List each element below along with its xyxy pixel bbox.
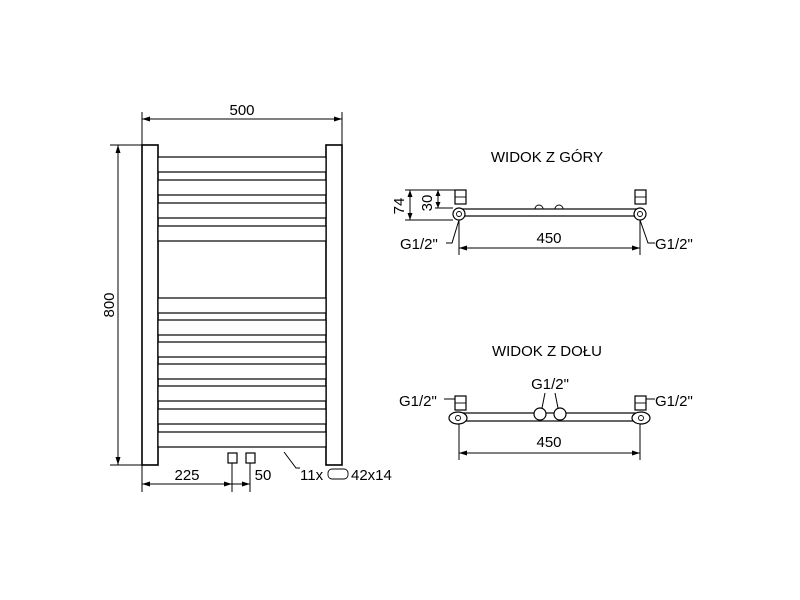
bottom-left-end — [448, 411, 468, 425]
bottom-right-conn-label: G1/2" — [655, 393, 693, 410]
left-column — [141, 144, 159, 466]
top-depth2-label: 30 — [419, 195, 436, 212]
bottom-connector — [245, 452, 256, 464]
front-height-label: 800 — [101, 292, 118, 317]
top-bump — [534, 204, 544, 210]
bottom-width-label: 450 — [536, 434, 561, 451]
top-right-connection — [633, 207, 647, 221]
bottom-view: WIDOK Z DOŁU G1/2" G1/2" G1/2" 450 — [399, 343, 693, 460]
tube — [157, 363, 327, 380]
tube — [157, 385, 327, 402]
tube — [157, 202, 327, 219]
bottom-left-conn-label: G1/2" — [399, 393, 437, 410]
front-view: 500 800 225 50 11x 42x14 — [101, 102, 392, 492]
tube — [157, 179, 327, 196]
tube — [157, 341, 327, 358]
top-view: WIDOK Z GÓRY 74 30 G1/2" G1/2" — [391, 149, 693, 255]
tubes-count-label: 11x — [300, 467, 324, 484]
bottom-right-end — [631, 411, 651, 425]
top-bump — [554, 204, 564, 210]
front-spacing-label: 50 — [255, 467, 272, 484]
tubes — [157, 156, 327, 448]
tube-size-label: 42x14 — [351, 467, 392, 484]
bottom-rail — [457, 412, 641, 422]
front-width-label: 500 — [229, 102, 254, 119]
tube — [157, 156, 327, 173]
bottom-center-connection — [533, 407, 547, 421]
top-rail — [457, 208, 641, 217]
tube — [157, 319, 327, 336]
top-right-conn-label: G1/2" — [655, 236, 693, 253]
top-left-conn-label: G1/2" — [400, 236, 438, 253]
bottom-connector — [227, 452, 238, 464]
bottom-center-conn-label: G1/2" — [531, 376, 569, 393]
top-width-label: 450 — [536, 230, 561, 247]
bottom-view-title: WIDOK Z DOŁU — [492, 343, 602, 360]
top-view-title: WIDOK Z GÓRY — [491, 149, 603, 166]
front-offset-label: 225 — [174, 467, 199, 484]
right-column — [325, 144, 343, 466]
tube — [157, 225, 327, 242]
tube-section-icon — [327, 468, 349, 480]
top-depth-label: 74 — [391, 198, 408, 215]
tube — [157, 408, 327, 425]
tube — [157, 431, 327, 448]
tube — [157, 297, 327, 314]
bottom-center-connection — [553, 407, 567, 421]
top-left-connection — [452, 207, 466, 221]
